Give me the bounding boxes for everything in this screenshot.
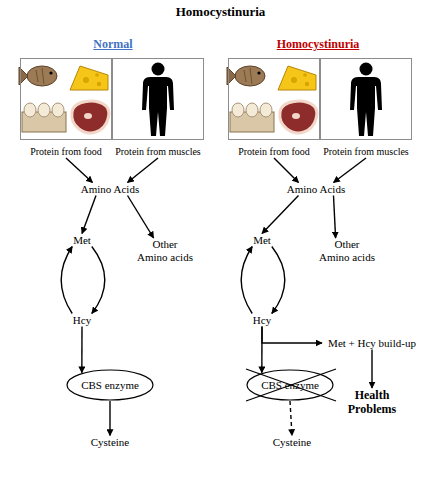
enzyme-label: CBS enzyme [81, 379, 139, 392]
fish-stripes [36, 68, 44, 84]
node-label: Met [248, 234, 276, 247]
text-node: Health Problems [342, 388, 402, 416]
text-node: Hcy [248, 314, 276, 327]
fish-eye [49, 71, 52, 74]
connector-arrow [261, 327, 263, 373]
connector-arrow [334, 196, 336, 239]
node-label: Cysteine [257, 436, 327, 449]
food-and-body-pictures [19, 63, 174, 137]
picture-caption: Protein from muscles [320, 146, 412, 158]
picture-frame [320, 58, 412, 140]
connector-arrow [274, 158, 299, 183]
steak-fat [84, 113, 92, 119]
connector-arrow [128, 158, 159, 183]
node-label: Amino Acids [75, 183, 145, 196]
connector-arrow [290, 401, 292, 436]
ellipse-shape [247, 370, 333, 400]
text-node: Other Amino acids [137, 238, 194, 264]
node-label: Other Amino acids [319, 238, 376, 264]
connector-arrow [272, 247, 285, 314]
connector-arrow [128, 196, 154, 239]
enzyme-ellipse: CBS enzyme [246, 369, 334, 401]
connector-arrow [241, 247, 252, 314]
cheese-hole [83, 77, 89, 83]
connector-arrow [66, 158, 93, 183]
fish-body [27, 66, 57, 86]
picture-caption: Protein from food [228, 146, 320, 158]
picture-box: Protein from muscles [112, 58, 204, 158]
node-label: Met + Hcy build-up [322, 337, 422, 350]
text-node: Met + Hcy build-up [322, 337, 422, 350]
connector-arrow [371, 350, 372, 389]
node-label: Cysteine [75, 436, 145, 449]
picture-box: Protein from food [228, 58, 320, 158]
node-label: Met [68, 234, 96, 247]
connector-arrow [92, 247, 105, 314]
steak [72, 101, 109, 133]
food-and-body-pictures [227, 63, 382, 137]
connector-arrow [262, 327, 322, 344]
picture-box: Protein from muscles [320, 58, 412, 158]
enzyme-label: CBS enzyme [261, 379, 319, 392]
connector-arrow [82, 196, 96, 234]
cheese-hole [97, 82, 101, 86]
text-node: Hcy [68, 314, 96, 327]
node-label: Hcy [68, 314, 96, 327]
picture-box: Protein from food [20, 58, 112, 158]
diagram-title: Homocystinuria [0, 4, 441, 20]
node-label: Amino Acids [281, 183, 351, 196]
cheese-hole [95, 73, 99, 77]
connector-arrow [109, 401, 110, 436]
enzyme-ellipse: CBS enzyme [66, 369, 154, 401]
text-node: Cysteine [257, 436, 327, 449]
picture-frame [20, 58, 112, 140]
picture-frame [228, 58, 320, 140]
node-label: Hcy [248, 314, 276, 327]
ellipse-text-holder: CBS enzyme [246, 369, 334, 401]
egg [52, 103, 64, 117]
person-silhouette [142, 77, 174, 136]
connector-arrow [334, 158, 367, 183]
text-node: Cysteine [75, 436, 145, 449]
person-head [152, 63, 165, 76]
text-node: Amino Acids [75, 183, 145, 196]
ellipse-text-holder: CBS enzyme [66, 369, 154, 401]
picture-caption: Protein from food [20, 146, 112, 158]
egg [24, 103, 36, 117]
cross-out-line [246, 369, 336, 401]
text-node: Met [68, 234, 96, 247]
cross-out-line [246, 369, 336, 401]
text-node: Other Amino acids [319, 238, 376, 264]
cheese-wedge [70, 66, 108, 90]
text-node: Met [248, 234, 276, 247]
connector-arrow [262, 196, 299, 234]
picture-caption: Protein from muscles [112, 146, 204, 158]
text-node: Amino Acids [281, 183, 351, 196]
picture-frame [112, 58, 204, 140]
connector-arrow [81, 327, 83, 373]
connector-arrow [61, 247, 72, 314]
column-heading: Homocystinuria [238, 37, 398, 52]
node-label: Health Problems [342, 388, 402, 416]
egg [38, 103, 50, 117]
column-heading: Normal [33, 37, 193, 52]
node-label: Other Amino acids [137, 238, 194, 264]
ellipse-shape [67, 370, 153, 400]
